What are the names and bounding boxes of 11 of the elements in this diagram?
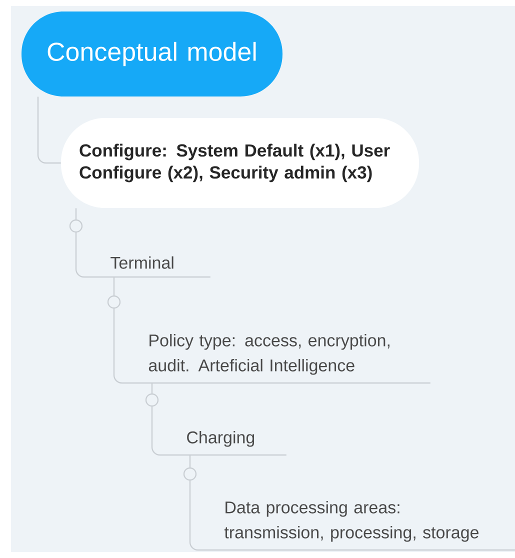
root-topic-pill: Conceptual model xyxy=(22,12,282,96)
topic-text: Charging xyxy=(166,430,286,456)
connector-line xyxy=(75,208,90,278)
topic-text: Data processing areas: transmission, processing, storage xyxy=(204,500,515,551)
subtopic-pill: Configure: System Default (x1), User Configure (x2), Security admin (x3) xyxy=(61,118,419,208)
connector-line xyxy=(151,383,166,456)
connector-line xyxy=(189,455,204,551)
connector-line xyxy=(113,277,128,384)
connector-line xyxy=(37,96,61,164)
topic-text: Policy type: access, encryption, audit. Arteficial Intelligence xyxy=(128,334,430,384)
topic-text: Terminal xyxy=(90,256,210,278)
